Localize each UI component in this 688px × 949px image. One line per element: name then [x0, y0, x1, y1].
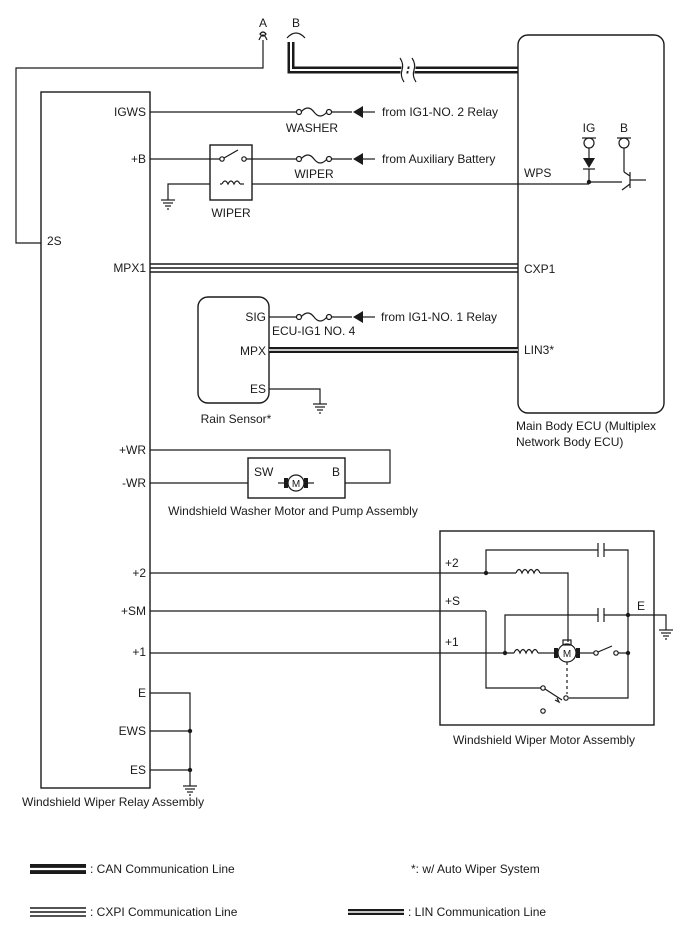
pin-2s: 2S: [47, 234, 62, 248]
rain-sensor-label: Rain Sensor*: [201, 412, 272, 426]
pin-plus-2: +2: [132, 566, 146, 580]
capacitor-icon: [597, 543, 605, 557]
fuse-ecu-ig1-label: ECU-IG1 NO. 4: [272, 324, 356, 338]
relay-assembly-label: Windshield Wiper Relay Assembly: [22, 795, 204, 809]
diode-icon: [582, 137, 596, 182]
pin-e: E: [138, 686, 146, 700]
fuse-icon: [295, 154, 333, 164]
transistor-icon: [617, 137, 646, 191]
washer-pin-b: B: [332, 465, 340, 479]
fuse-wiper-label: WIPER: [294, 167, 334, 181]
ecu-pin-cxp1: CXP1: [524, 262, 556, 276]
pin-igws: IGWS: [114, 105, 146, 119]
rain-pin-sig: SIG: [245, 310, 266, 324]
washer-motor-label: Windshield Washer Motor and Pump Assembl…: [168, 504, 418, 518]
svg-text:M: M: [292, 479, 300, 490]
source-ig1-no1: from IG1-NO. 1 Relay: [381, 310, 497, 324]
coil-icon: [513, 648, 539, 655]
capacitor-icon: [597, 608, 605, 622]
legend-note: *: w/ Auto Wiper System: [411, 862, 540, 876]
main-ecu-label-2: Network Body ECU): [516, 435, 623, 449]
arrow-icon: [353, 311, 363, 323]
legend-lin: : LIN Communication Line: [348, 905, 546, 919]
motor-icon: M: [554, 639, 580, 663]
wiper-pin-e: E: [637, 599, 645, 613]
pin-plus-wr: +WR: [119, 443, 146, 457]
ecu-b-label: B: [620, 121, 628, 135]
pin-es: ES: [130, 763, 146, 777]
svg-text:: CAN Communication Line: : CAN Communication Line: [90, 862, 235, 876]
cxpi-bus: [150, 263, 518, 273]
svg-text:M: M: [563, 649, 571, 660]
ground-icon: [160, 193, 176, 210]
wiper-motor-box: [439, 530, 655, 726]
pin-plus-b: +B: [131, 152, 146, 166]
wiper-pin-plus-1: +1: [445, 635, 459, 649]
arrow-icon: [353, 106, 363, 118]
wiper-motor-label: Windshield Wiper Motor Assembly: [453, 733, 635, 747]
ecu-pin-wps: WPS: [524, 166, 551, 180]
fuse-icon: [295, 312, 333, 322]
pin-ews: EWS: [119, 724, 146, 738]
wiper-pin-plus-2: +2: [445, 556, 459, 570]
ecu-pin-lin3: LIN3*: [524, 343, 554, 357]
rain-pin-mpx: MPX: [240, 344, 266, 358]
ground-icon: [182, 779, 198, 796]
ecu-ig-label: IG: [583, 121, 596, 135]
can-bus-b: [286, 32, 518, 83]
legend-cxpi: : CXPI Communication Line: [30, 905, 238, 919]
main-ecu-box: [517, 34, 665, 414]
fuse-icon: [295, 107, 333, 117]
rain-pin-es: ES: [250, 382, 266, 396]
motor-icon: M: [278, 474, 314, 492]
fuse-washer-label: WASHER: [286, 121, 339, 135]
wiper-relay-label: WIPER: [211, 206, 251, 220]
connector-a-label: A: [259, 16, 267, 30]
relay-assembly-box: [40, 91, 151, 789]
wire-a-to-2s: [15, 31, 268, 244]
wiper-pin-plus-s: +S: [445, 594, 460, 608]
relay-switch-icon: [209, 144, 253, 201]
svg-text:: LIN Communication Line: : LIN Communication Line: [408, 905, 546, 919]
pin-plus-sm: +SM: [121, 604, 146, 618]
coil-icon: [515, 568, 541, 575]
source-aux-battery: from Auxiliary Battery: [382, 152, 495, 166]
pin-plus-1: +1: [132, 645, 146, 659]
source-ig1-no2: from IG1-NO. 2 Relay: [382, 105, 498, 119]
main-ecu-label-1: Main Body ECU (Multiplex: [516, 419, 656, 433]
svg-text:: CXPI Communication Line: : CXPI Communication Line: [90, 905, 238, 919]
arrow-icon: [353, 153, 363, 165]
pin-mpx1: MPX1: [113, 261, 146, 275]
pin-minus-wr: -WR: [122, 476, 146, 490]
ground-icon: [658, 623, 674, 640]
legend-can: : CAN Communication Line: [30, 862, 235, 876]
washer-pin-sw: SW: [254, 465, 274, 479]
ground-icon: [312, 397, 328, 414]
washer-motor-box: [247, 457, 346, 499]
connector-b-label: B: [292, 16, 300, 30]
